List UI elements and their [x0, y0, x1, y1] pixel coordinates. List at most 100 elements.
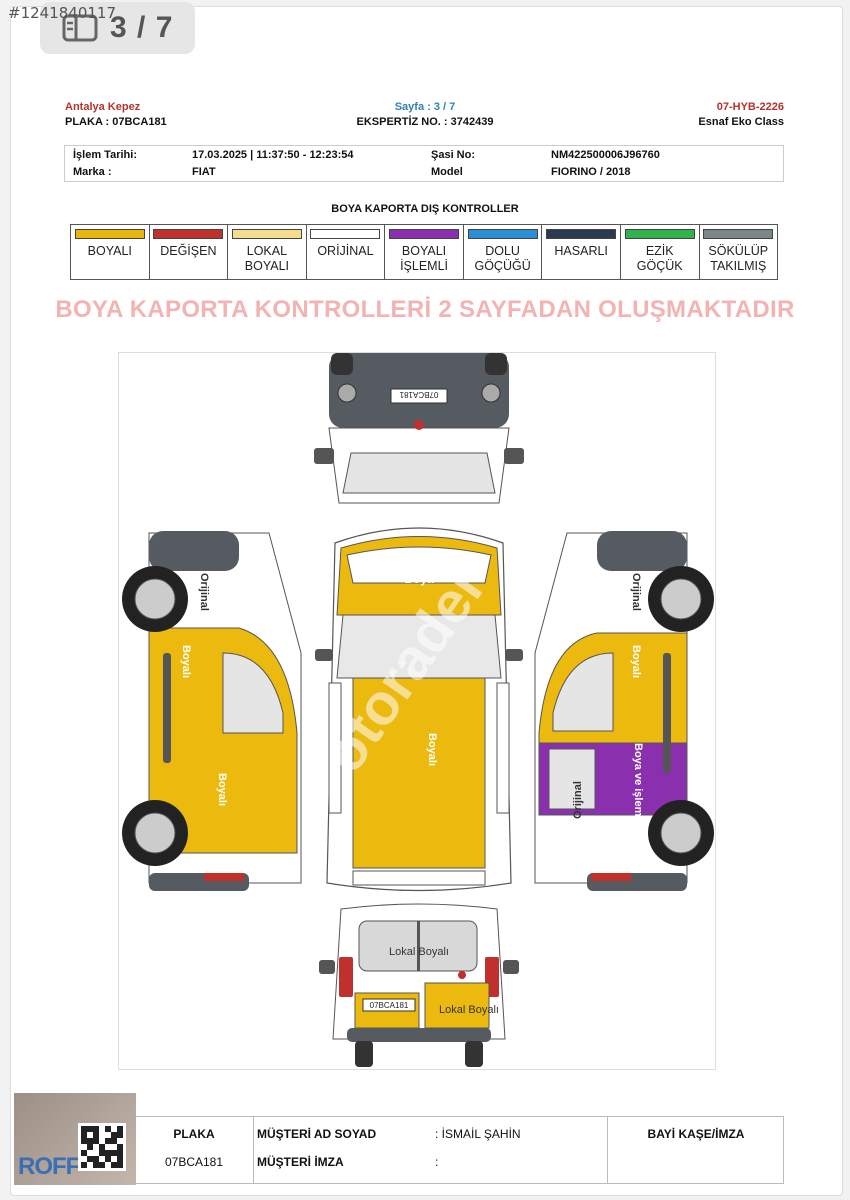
top-hood-highlight	[346, 546, 492, 584]
rear-right-door	[424, 982, 490, 1029]
rear-window-label: Lokal Boyalı	[389, 946, 449, 958]
legend-item: BOYALI	[71, 225, 150, 279]
right-slide-window	[548, 748, 596, 810]
rear-plate-text: 07BCA181	[370, 1001, 409, 1010]
legend-swatch	[624, 229, 695, 239]
legend-swatch	[546, 229, 617, 239]
color-legend: BOYALI DEĞİŞEN LOKAL BOYALI ORİJİNAL BOYALI …	[70, 224, 778, 280]
legend-swatch	[74, 229, 145, 239]
report-number: EKSPERTİZ NO. : 3742439	[356, 116, 494, 128]
legend-swatch	[467, 229, 538, 239]
right-rear-rim	[660, 812, 702, 854]
left-door-label: Boyalı	[180, 645, 192, 678]
legend-label: HASARLI	[554, 244, 608, 258]
legend-swatch	[231, 229, 302, 239]
reference-id: #1241840117	[8, 4, 117, 22]
customer-sign-label: MÜŞTERİ İMZA	[257, 1155, 344, 1169]
logo-text: ROFF	[18, 1153, 80, 1180]
station-code: 07-HYB-2226	[716, 101, 784, 113]
legend-label: LOKAL BOYALI	[244, 244, 290, 273]
model-value: FIORINO / 2018	[551, 166, 631, 178]
right-door-window	[552, 652, 614, 732]
left-rear-light	[204, 873, 244, 881]
legend-label: DOLU GÖÇÜĞÜ	[474, 244, 531, 273]
vehicle-info-box: İşlem Tarihi: 17.03.2025 | 11:37:50 - 12…	[64, 145, 784, 182]
rear-logo	[458, 971, 466, 979]
car-diagram-svg: 07BCA181 Boya Boyalı	[122, 353, 714, 1067]
top-view: Boya Boyalı	[315, 527, 523, 892]
customer-sign-value: :	[435, 1155, 439, 1169]
legend-item: SÖKÜLÜP TAKILMIŞ	[700, 225, 778, 279]
qr-code-icon	[78, 1123, 126, 1171]
brand-value: FIAT	[192, 166, 216, 178]
legend-swatch	[389, 229, 460, 239]
page-indicator[interactable]: 3 / 7	[40, 2, 195, 54]
top-windshield	[336, 614, 502, 679]
front-right-mirror	[504, 448, 524, 464]
rear-plate-box	[362, 998, 416, 1012]
legend-item: ORİJİNAL	[307, 225, 386, 279]
footer-plate-label: PLAKA	[173, 1127, 215, 1141]
legend-swatch	[310, 229, 381, 239]
chassis-label: Şasi No:	[431, 149, 476, 161]
left-side-view: Orijinal Boyalı Boyalı	[122, 531, 302, 891]
top-left-mirror	[315, 649, 333, 661]
plate-line: PLAKA : 07BCA181	[65, 116, 167, 128]
rear-left-light	[339, 957, 353, 997]
customer-name-value: : İSMAİL ŞAHİN	[435, 1127, 521, 1141]
right-rear-light	[591, 873, 631, 881]
top-roof	[352, 677, 486, 869]
brand-logo: ROFF	[14, 1093, 136, 1185]
front-right-fog-light	[481, 383, 501, 403]
front-logo	[414, 420, 424, 430]
rear-bumper	[347, 1028, 491, 1042]
package-name: Esnaf Eko Class	[698, 116, 784, 128]
rear-window-split	[417, 921, 420, 971]
hood-label: Boya	[404, 572, 434, 586]
front-right-mirror-top	[485, 353, 507, 375]
legend-item: EZİK GÖÇÜK	[621, 225, 700, 279]
legend-label: DEĞİŞEN	[160, 244, 217, 258]
legend-label: ORİJİNAL	[317, 244, 374, 258]
customer-name-label: MÜŞTERİ AD SOYAD	[257, 1127, 377, 1141]
notice-banner: BOYA KAPORTA KONTROLLERİ 2 SAYFADAN OLUŞ…	[55, 296, 795, 323]
legend-item: DEĞİŞEN	[150, 225, 229, 279]
legend-item: BOYALI İŞLEMLİ	[385, 225, 464, 279]
rear-left-mirror	[319, 960, 335, 974]
pages-icon	[62, 14, 98, 42]
left-door-window	[222, 652, 284, 734]
top-right-mirror	[505, 649, 523, 661]
front-left-mirror	[314, 448, 334, 464]
section-title: BOYA KAPORTA DIŞ KONTROLLER	[331, 203, 519, 215]
page-label: Sayfa : 3 / 7	[394, 101, 456, 113]
right-side-molding	[663, 653, 671, 773]
legend-item: HASARLI	[542, 225, 621, 279]
front-left-mirror-top	[331, 353, 353, 375]
rear-right-mirror	[503, 960, 519, 974]
legend-item: DOLU GÖÇÜĞÜ	[464, 225, 543, 279]
signature-footer: PLAKA 07BCA181 MÜŞTERİ AD SOYAD : İSMAİL…	[134, 1116, 784, 1184]
left-front-label: Orijinal	[198, 573, 210, 611]
front-windshield	[342, 452, 496, 494]
legend-label: BOYALI	[87, 244, 132, 258]
right-side-view: Orijinal Boyalı Boya ve işlem Orijinal	[534, 531, 714, 891]
rear-door-label: Lokal Boyalı	[439, 1004, 499, 1016]
front-left-fog-light	[337, 383, 357, 403]
legend-swatch	[153, 229, 224, 239]
roof-label: Boyalı	[426, 733, 438, 766]
legend-label: BOYALI İŞLEMLİ	[400, 244, 448, 273]
right-front-bumper	[597, 531, 687, 571]
left-front-rim	[134, 578, 176, 620]
branch-name: Antalya Kepez	[65, 101, 141, 113]
top-left-side	[328, 682, 342, 814]
legend-label: EZİK GÖÇÜK	[636, 244, 683, 273]
left-front-bumper	[149, 531, 239, 571]
front-plate-box	[390, 388, 448, 404]
footer-plate-value: 07BCA181	[164, 1155, 224, 1169]
page-indicator-text: 3 / 7	[110, 11, 174, 44]
date-label: İşlem Tarihi:	[73, 149, 137, 161]
legend-item: LOKAL BOYALI	[228, 225, 307, 279]
right-front-label: Orijinal	[630, 573, 642, 611]
date-value: 17.03.2025 | 11:37:50 - 12:23:54	[192, 149, 354, 161]
rear-right-tire	[465, 1041, 483, 1067]
